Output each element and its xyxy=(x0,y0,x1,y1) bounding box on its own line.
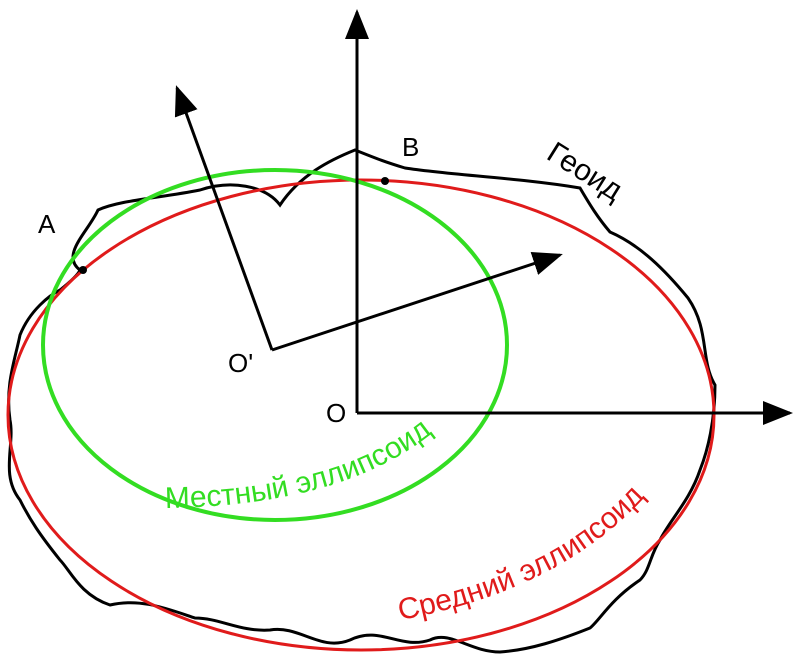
point-b-marker xyxy=(381,177,389,185)
point-a-marker xyxy=(79,266,87,274)
mean-ellipsoid-curve xyxy=(6,178,716,652)
origin-o-label: O xyxy=(326,398,346,428)
point-a-label: A xyxy=(38,209,56,239)
geoid-curve xyxy=(7,148,717,654)
axis-o-prime-right xyxy=(271,252,563,352)
local-ellipsoid-label-path: Местный эллипсоид xyxy=(164,412,436,515)
local-ellipsoid-curve xyxy=(41,168,509,522)
local-ellipsoid-label: Местный эллипсоид xyxy=(164,412,436,515)
axis-o-prime-upper xyxy=(174,85,274,351)
origin-o-prime-label: O' xyxy=(228,348,253,378)
point-b-label: B xyxy=(402,132,419,162)
